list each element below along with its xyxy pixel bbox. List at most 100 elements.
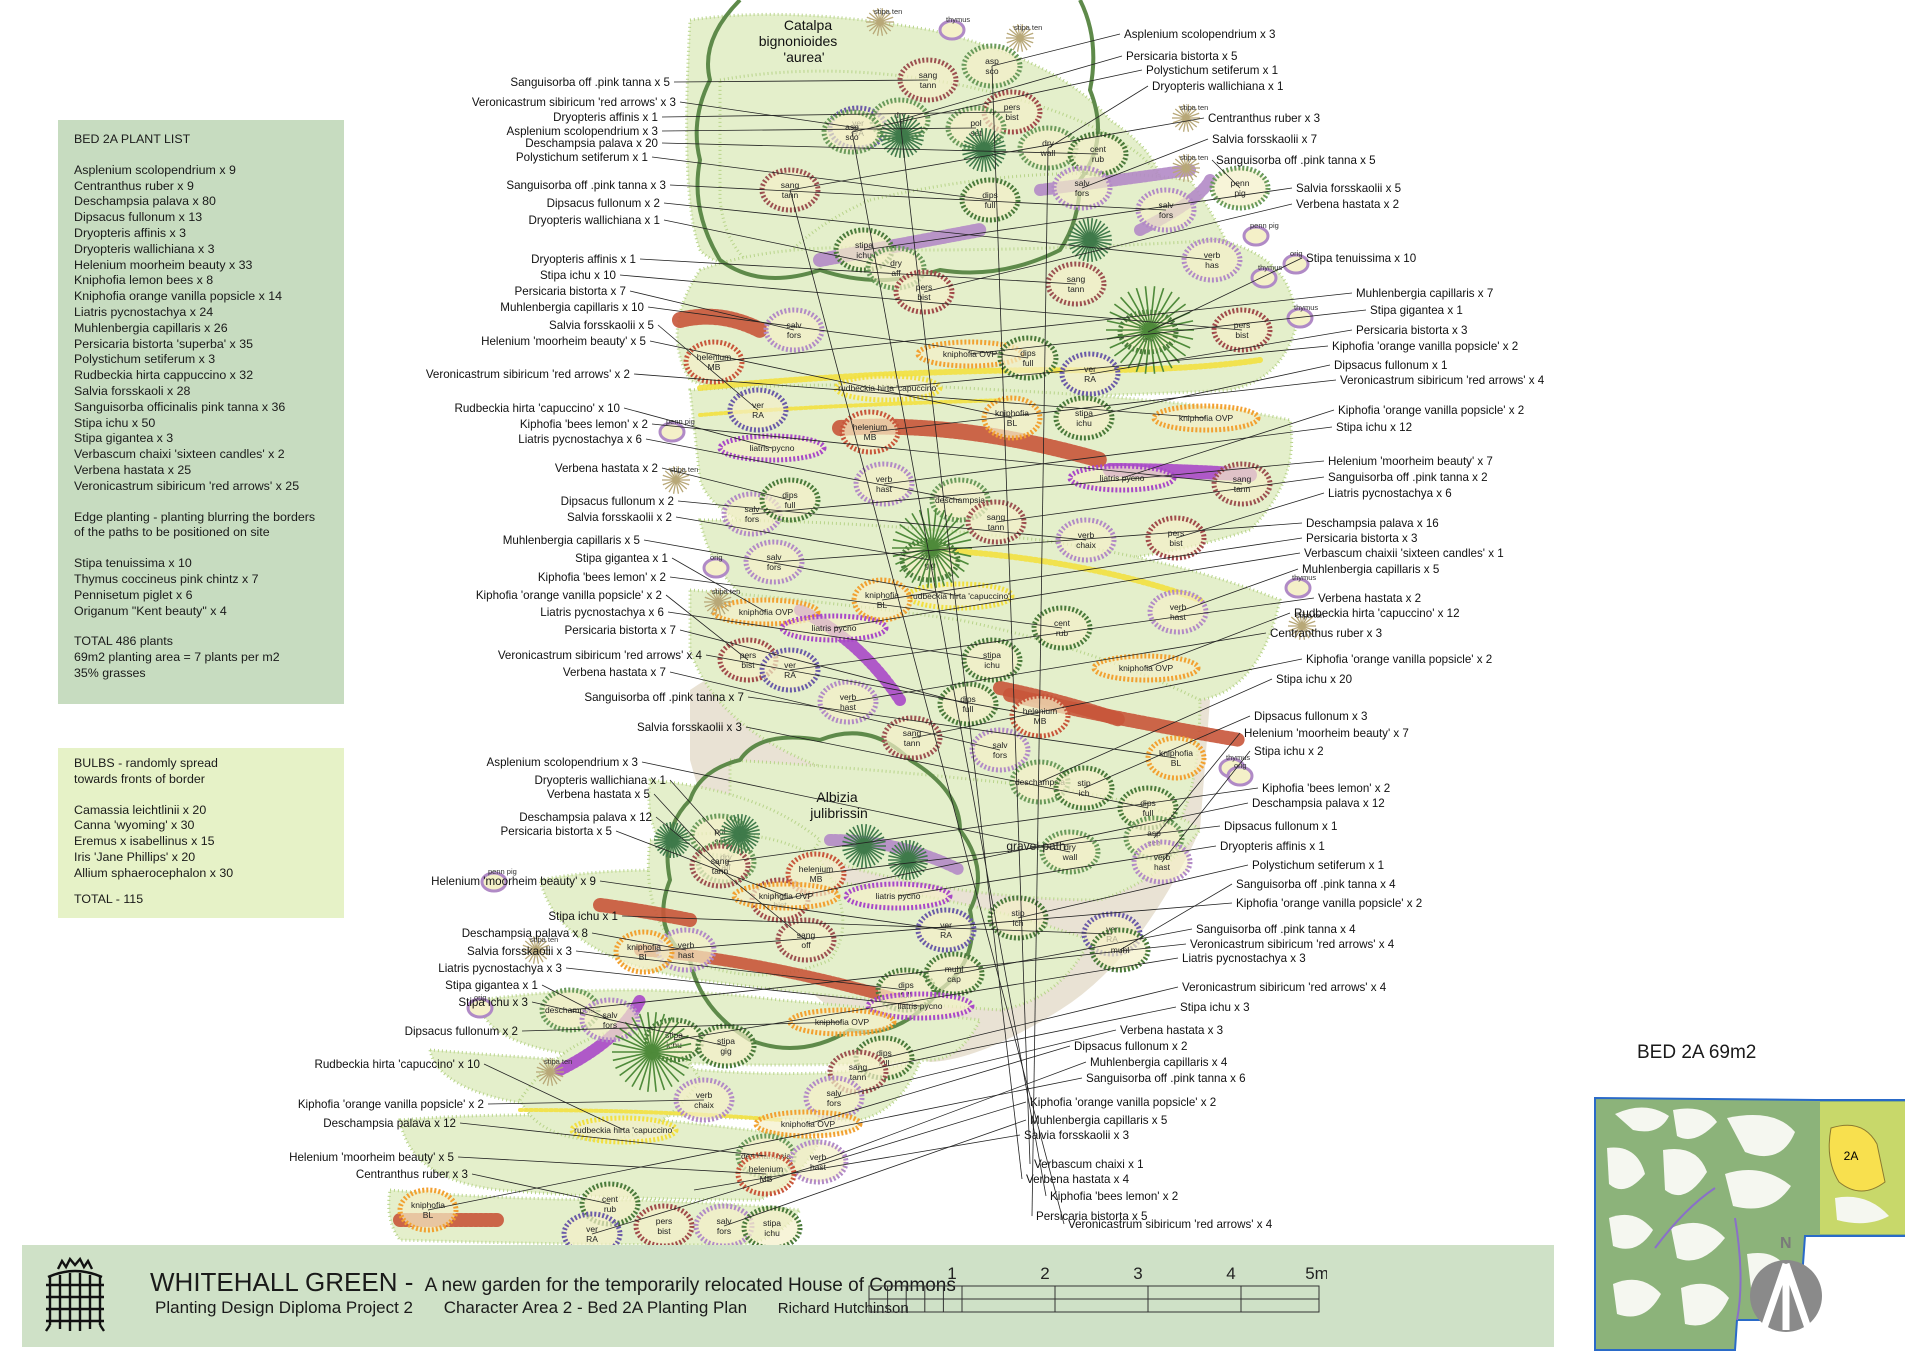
leader-line: [725, 787, 1259, 863]
plant-item-17: Stipa ichu x 50: [74, 415, 156, 430]
callout-right: Stipa ichu x 20: [1276, 673, 1352, 686]
leader-line: [669, 779, 721, 837]
callout-left: Rudbeckia hirta 'capuccino' x 10: [454, 402, 620, 415]
leader-line: [679, 101, 859, 129]
callout-right: Sanguisorba off .pink tanna x 2: [1328, 471, 1488, 484]
leader-line: [623, 407, 773, 449]
leader-line: [487, 1099, 705, 1105]
edge-item-1: Stipa tenuissima x 10: [74, 556, 192, 571]
bulb-item-5: Allium sphaerocephalon x 30: [74, 865, 234, 880]
edge-marker: penn pig: [480, 867, 517, 893]
scale-label-3: 3: [1133, 1264, 1142, 1283]
callout-left: Centranthus ruber x 3: [356, 1168, 468, 1181]
scale-bar: 1 2 3 4 5m: [868, 1264, 1327, 1313]
leader-line: [643, 539, 961, 597]
tree-labels: Catalpabignonioides'aurea'Albiziajulibri…: [759, 17, 868, 821]
leader-line: [649, 340, 1013, 419]
plant-item-13: Polystichum setiferum x 3: [74, 352, 216, 367]
bulb-item-3: Eremus x isabellinus x 15: [74, 834, 215, 849]
leader-line: [789, 597, 1315, 671]
callout-left: Kiphofia 'orange vanilla popsicle' x 2: [476, 589, 662, 602]
callout-left: Liatris pycnostachya x 6: [540, 606, 664, 619]
callout-right: Verbena hastata x 4: [1026, 1173, 1130, 1186]
leader-line: [661, 127, 977, 132]
edge-item-2: Thymus coccineus pink chintz x 7: [74, 571, 259, 586]
callout-right: Sanguisorba off .pink tanna x 6: [1086, 1072, 1246, 1085]
callout-right: Liatris pycnostachya x 6: [1328, 487, 1452, 500]
leader-line: [665, 594, 749, 661]
scale-label-4: 4: [1226, 1264, 1235, 1283]
leader-line: [615, 830, 787, 897]
edge-marker: stipa ten: [704, 587, 740, 616]
leader-line: [1089, 329, 1353, 375]
callout-right: Persicaria bistorta x 3: [1356, 324, 1467, 337]
edge-marker-label: penn pig: [1250, 221, 1279, 230]
callout-left: Veronicastrum sibiricum 'red arrows' x 3: [472, 96, 676, 109]
leader-line: [663, 202, 1213, 261]
callout-right: Centranthus ruber x 3: [1208, 112, 1320, 125]
portcullis-logo-icon: [45, 1256, 105, 1332]
callout-left: Kiphofia 'bees lemon' x 2: [520, 418, 648, 431]
leader-line: [1083, 364, 1331, 419]
callout-left: Rudbeckia hirta 'capuccino' x 10: [314, 1058, 480, 1071]
callout-right: Veronicastrum sibiricum 'red arrows' x 4: [1068, 1218, 1273, 1231]
callout-left: Muhlenbergia capillaris x 10: [500, 301, 644, 314]
leader-line: [899, 119, 1023, 1180]
leader-line: [661, 467, 791, 501]
edge-note-line-2: of the paths to be positioned on site: [74, 525, 270, 540]
leader-line: [671, 557, 767, 613]
leader-line: [883, 986, 1179, 1059]
plant-item-7: Helenium moorheim beauty x 33: [74, 257, 253, 272]
callout-left: Sanguisorba off .pink tanna x 7: [584, 691, 744, 704]
edge-marker-label: thymus: [1226, 753, 1250, 762]
leader-line: [883, 426, 1333, 485]
bulb-item-1: Camassia leichtlinii x 20: [74, 802, 207, 817]
leader-line: [565, 967, 921, 1007]
leader-line: [869, 379, 1337, 433]
scale-label-5: 5m: [1305, 1264, 1327, 1283]
leader-line: [663, 219, 897, 269]
callout-left: Persicaria bistorta x 7: [515, 285, 626, 298]
callout-right: Verbascum chaixii 'sixteen candles' x 1: [1304, 547, 1504, 560]
leader-line: [1047, 85, 1149, 149]
plant-clump-label: kniphofia OVP: [815, 1017, 870, 1027]
plant-item-20: Verbena hastata x 25: [74, 462, 192, 477]
callout-right: Salvia forsskaolii x 5: [1296, 182, 1401, 195]
callout-left: Liatris pycnostachya x 3: [438, 962, 562, 975]
callout-left: Sanguisorba off .pink tanna x 5: [510, 76, 670, 89]
plant-item-14: Rudbeckia hirta cappuccino x 32: [74, 368, 254, 383]
leader-line: [459, 1122, 767, 1157]
callout-right: Asplenium scolopendrium x 3: [1124, 28, 1275, 41]
project-name: Planting Design Diploma Project 2: [155, 1298, 413, 1317]
leader-line: [427, 1077, 1083, 1211]
leader-line: [953, 928, 1193, 975]
edge-item-4: Origanum "Kent beauty" x 4: [74, 603, 227, 618]
callout-left: Dryopteris wallichiana x 1: [529, 214, 660, 227]
leader-line: [633, 373, 1207, 419]
edge-marker-label: thymus: [1292, 573, 1316, 582]
bulbs-title-line-1: BULBS - randomly spread: [74, 756, 218, 770]
edge-marker: thymus: [938, 15, 970, 41]
leader-line: [1177, 568, 1299, 613]
callout-left: Liatris pycnostachya x 6: [518, 433, 642, 446]
leader-line: [639, 258, 1077, 285]
edge-note-line-1: Edge planting - planting blurring the bo…: [74, 509, 316, 524]
edge-marker: stipa ten: [1006, 23, 1042, 52]
leader-line: [655, 816, 807, 941]
edge-marker-label: stipa ten: [712, 587, 740, 596]
